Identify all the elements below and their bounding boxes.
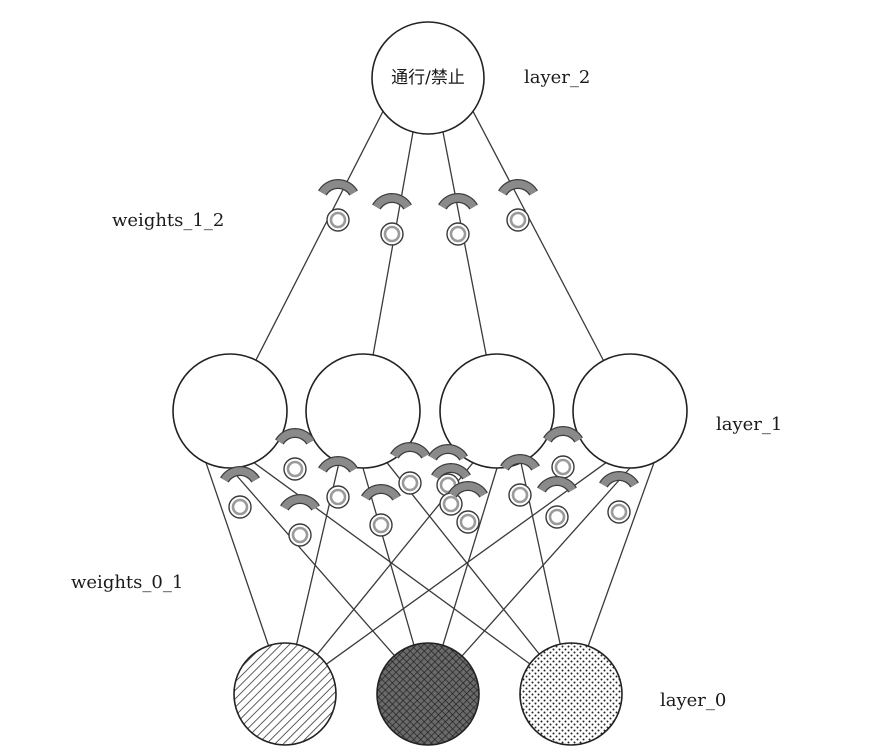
weight-knob-0-1-12 [599, 471, 639, 524]
edge-input-1-hidden-0 [229, 467, 395, 657]
weight-knob-0-1-7 [431, 463, 471, 516]
edge-input-1-hidden-3 [461, 467, 631, 657]
edge-input-0-hidden-3 [326, 462, 607, 665]
weight-knob-0-1-9 [500, 454, 540, 507]
weight-knob-1-2-0 [318, 179, 358, 232]
layer-0-label: layer_0 [660, 690, 726, 711]
weight-knobs [220, 179, 639, 547]
hidden-node-1 [305, 353, 421, 469]
edge-input-2-hidden-3 [587, 462, 655, 647]
weights-0-1-label: weights_0_1 [71, 572, 183, 593]
weight-knob-0-1-5 [390, 442, 430, 495]
weight-knob-0-1-0 [220, 466, 260, 519]
output-node [371, 21, 485, 135]
weight-knob-0-1-10 [543, 426, 583, 479]
weight-knob-0-1-1 [275, 428, 315, 481]
edge-hidden-0-output [255, 111, 384, 361]
weight-knob-0-1-2 [280, 494, 320, 547]
weight-knob-1-2-3 [498, 179, 538, 232]
hidden-node-2 [439, 353, 555, 469]
edge-input-1-hidden-2 [442, 467, 498, 646]
network-nodes [172, 21, 688, 746]
input-node-dotted [519, 642, 623, 746]
input-node-crosshatch [376, 642, 480, 746]
weight-knob-0-1-4 [361, 484, 401, 537]
weights-1-2-label: weights_1_2 [112, 210, 224, 231]
weight-knob-0-1-3 [318, 456, 358, 509]
layer-2-label: layer_2 [524, 67, 590, 88]
weight-knob-1-2-1 [372, 193, 412, 246]
weight-knob-0-1-11 [537, 476, 577, 529]
edge-hidden-3-output [472, 110, 605, 361]
input-node-diagonal [233, 642, 337, 746]
hidden-node-0 [172, 353, 288, 469]
edge-input-2-hidden-1 [386, 462, 540, 655]
output-node-label: 通行/禁止 [391, 68, 465, 88]
weight-knob-0-1-8 [448, 481, 488, 534]
layer-1-label: layer_1 [716, 414, 782, 435]
weight-knob-1-2-2 [438, 193, 478, 246]
hidden-node-3 [572, 353, 688, 469]
edge-input-0-hidden-0 [205, 462, 270, 646]
